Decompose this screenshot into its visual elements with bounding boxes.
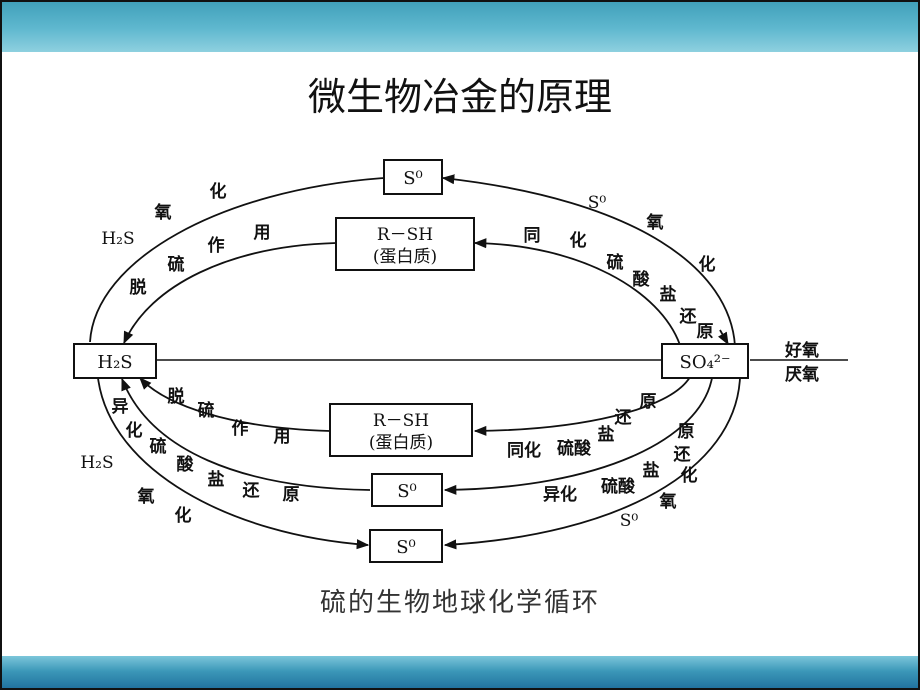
reaction-label-upper-left-outer-1: 化 [210, 181, 227, 202]
reaction-label-lower-left-middle-6: 原 [283, 485, 300, 505]
label-h2s-upper: H₂S [101, 229, 134, 249]
reaction-label-lower-left-middle-0: 异 [112, 397, 129, 417]
arrow-so4-to-rsh-lower [473, 376, 691, 436]
reaction-label-lower-left-middle-5: 还 [242, 481, 261, 501]
node-rsh-lower-sub: (蛋白质) [369, 433, 433, 453]
reaction-label-upper-left-outer-0: 氧 [154, 202, 172, 223]
reaction-label-upper-right-inner-2: 硫 [607, 252, 624, 273]
node-so4: SO₄²⁻ [661, 343, 749, 379]
reaction-label-lower-left-middle-4: 盐 [208, 469, 225, 490]
reaction-label-upper-right-inner-5: 还 [679, 307, 698, 327]
node-rsh-lower-label: R－SH [373, 411, 429, 431]
reaction-label-lower-right-inner-4: 同化 [507, 440, 541, 461]
arrow-so4-to-s0-mid [443, 377, 713, 495]
reaction-label-lower-left-middle-2: 硫 [150, 436, 167, 457]
reaction-label-lower-right-middle-4: 异化 [543, 484, 577, 505]
arrow-rsh-upper-to-h2s [123, 242, 337, 345]
reaction-label-lower-right-inner-0: 原 [640, 392, 657, 412]
node-rsh-upper: R－SH (蛋白质) [335, 217, 475, 271]
label-s0-upper-right: S⁰ [588, 193, 607, 213]
reaction-label-lower-right-middle-0: 原 [678, 422, 695, 442]
reaction-label-lower-right-outer-1: 氧 [659, 491, 677, 512]
reaction-label-upper-right-outer-0: 氧 [646, 212, 664, 233]
reaction-label-upper-right-inner-1: 化 [570, 230, 587, 251]
reaction-label-upper-left-inner-1: 硫 [168, 254, 185, 275]
reaction-label-lower-right-middle-3: 硫酸 [601, 476, 636, 497]
arrow-so4-to-rsh-upper [473, 238, 681, 346]
reaction-label-upper-right-inner-4: 盐 [660, 284, 677, 305]
node-rsh-upper-sub: (蛋白质) [373, 247, 437, 267]
label-aerobic: 好氧 [784, 340, 819, 361]
reaction-label-upper-left-inner-2: 作 [208, 235, 225, 256]
reaction-label-lower-left-inner-2: 作 [232, 418, 249, 439]
arrow-so4-to-s0-top [441, 174, 736, 347]
node-s0-mid: S⁰ [371, 473, 443, 507]
node-h2s-label: H₂S [97, 352, 132, 373]
arrow-h2s-to-s0-bottom [97, 377, 370, 550]
reaction-label-lower-right-inner-1: 还 [614, 408, 633, 428]
node-s0-mid-label: S⁰ [397, 481, 417, 502]
node-rsh-lower: R－SH (蛋白质) [329, 403, 473, 457]
reaction-label-upper-right-inner-3: 酸 [633, 269, 651, 290]
reaction-label-lower-left-outer-0: 氧 [137, 486, 155, 507]
node-h2s: H₂S [73, 343, 157, 379]
reaction-label-lower-left-middle-1: 化 [126, 420, 143, 441]
reaction-label-lower-left-inner-1: 硫 [198, 400, 215, 421]
reaction-label-lower-left-inner-3: 用 [274, 427, 291, 447]
reaction-label-lower-right-outer-0: 化 [681, 465, 698, 486]
node-s0-bottom: S⁰ [369, 529, 443, 563]
footer-band [0, 656, 920, 690]
figure-caption: 硫的生物地球化学循环 [319, 588, 600, 618]
reaction-label-upper-left-inner-0: 脱 [130, 277, 147, 298]
node-s0-top-label: S⁰ [403, 168, 423, 189]
node-s0-bottom-label: S⁰ [396, 537, 416, 558]
node-s0-top: S⁰ [383, 159, 443, 195]
arrow-s0-mid-to-h2s [121, 377, 371, 491]
label-h2s-lower: H₂S [80, 453, 113, 473]
reaction-label-upper-right-inner-0: 同 [524, 226, 541, 246]
node-so4-label: SO₄²⁻ [679, 352, 730, 373]
reaction-label-lower-right-middle-1: 还 [673, 445, 692, 465]
arrow-into-so4-top [717, 329, 729, 346]
reaction-label-lower-left-middle-3: 酸 [177, 454, 195, 475]
reaction-label-lower-left-outer-1: 化 [175, 505, 192, 526]
reaction-labels: 氧化脱硫作用氧化同化硫酸盐还原脱硫作用异化硫酸盐还原氧化原还盐硫酸同化原还盐硫酸… [112, 181, 716, 526]
reaction-label-lower-right-inner-3: 硫酸 [557, 438, 592, 459]
arrow-so4-to-s0-bottom [443, 377, 741, 550]
label-anaerobic: 厌氧 [785, 364, 819, 385]
reaction-label-lower-right-inner-2: 盐 [598, 424, 615, 445]
slide-title: 微生物冶金的原理 [307, 75, 612, 119]
arrow-s0-top-to-h2s [89, 177, 385, 343]
reaction-label-upper-left-inner-3: 用 [254, 223, 271, 243]
reaction-label-lower-right-middle-2: 盐 [643, 460, 660, 481]
label-s0-lower-right: S⁰ [620, 511, 639, 531]
reaction-label-upper-right-outer-1: 化 [699, 254, 716, 275]
arrow-rsh-lower-to-h2s [139, 377, 331, 432]
node-rsh-upper-label: R－SH [377, 225, 433, 245]
reaction-label-lower-left-inner-0: 脱 [168, 386, 185, 407]
header-band [0, 0, 920, 52]
reaction-label-upper-right-inner-6: 原 [697, 322, 714, 342]
